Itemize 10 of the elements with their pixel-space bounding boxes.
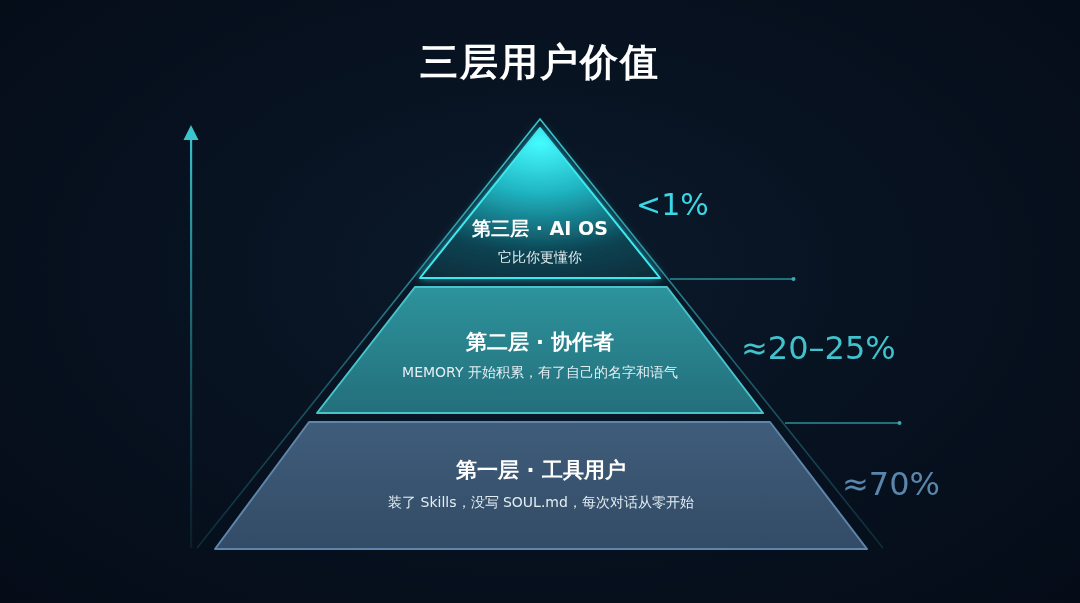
percentage-label: <1% <box>636 187 709 223</box>
percentage-label: ≈20–25% <box>741 329 896 368</box>
diagram-title: 三层用户价值 <box>420 40 660 86</box>
tier-heading: 第三层 · AI OS <box>472 217 608 240</box>
tier-description: MEMORY 开始积累，有了自己的名字和语气 <box>402 364 678 381</box>
tier-description: 装了 Skills，没写 SOUL.md，每次对话从零开始 <box>388 494 694 511</box>
tier-heading: 第二层 · 协作者 <box>465 330 615 356</box>
tier-description: 它比你更懂你 <box>498 249 582 266</box>
tier-heading: 第一层 · 工具用户 <box>456 458 626 484</box>
percentage-label: ≈70% <box>842 465 940 504</box>
